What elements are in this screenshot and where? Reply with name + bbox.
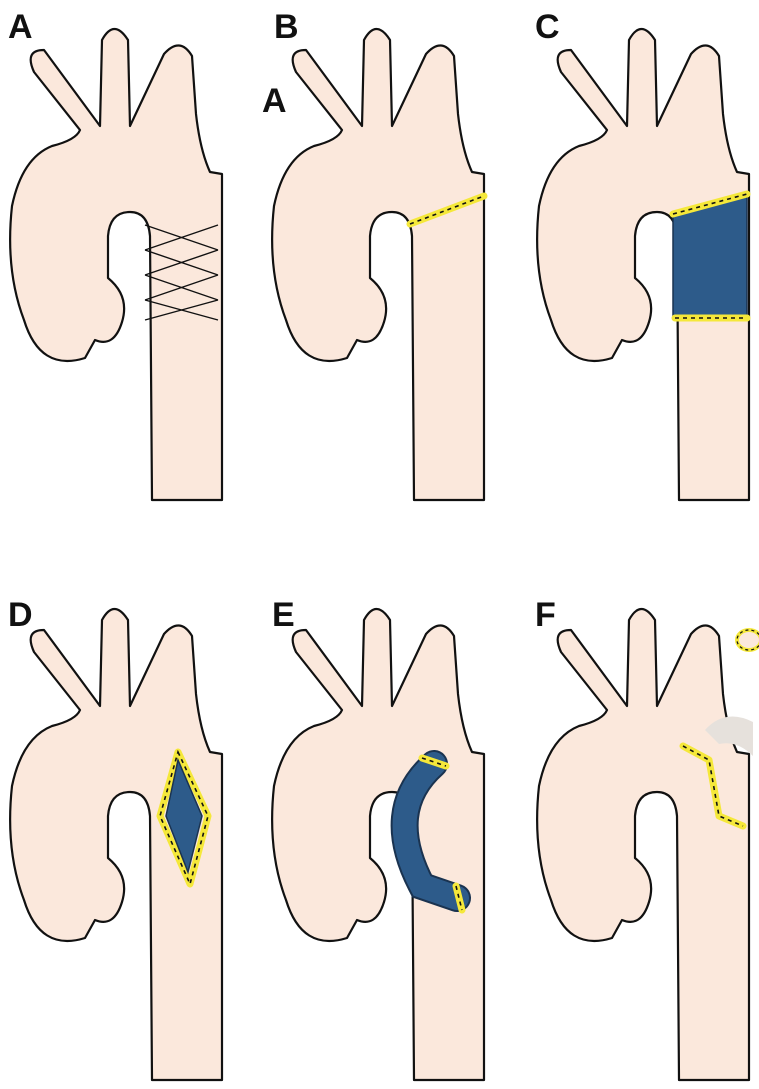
- panel-label: F: [535, 596, 556, 634]
- panel-f: F: [535, 596, 759, 1080]
- panel-label: C: [535, 8, 560, 46]
- panel-d: D: [8, 596, 222, 1080]
- panel-b: B A: [262, 8, 484, 500]
- panel-c: C: [535, 8, 749, 500]
- panel-label: D: [8, 596, 33, 634]
- panel-label: E: [272, 596, 295, 634]
- aorta-outline: [272, 609, 484, 1080]
- panel-label: A: [8, 8, 33, 46]
- aorta-outline: [537, 609, 749, 1080]
- panel-label: B: [274, 8, 299, 46]
- panel-e: E: [272, 596, 484, 1080]
- aorta-outline: [272, 29, 484, 500]
- aorta-outline: [10, 29, 222, 500]
- panel-a: A: [8, 8, 222, 500]
- stray-label: A: [262, 82, 287, 120]
